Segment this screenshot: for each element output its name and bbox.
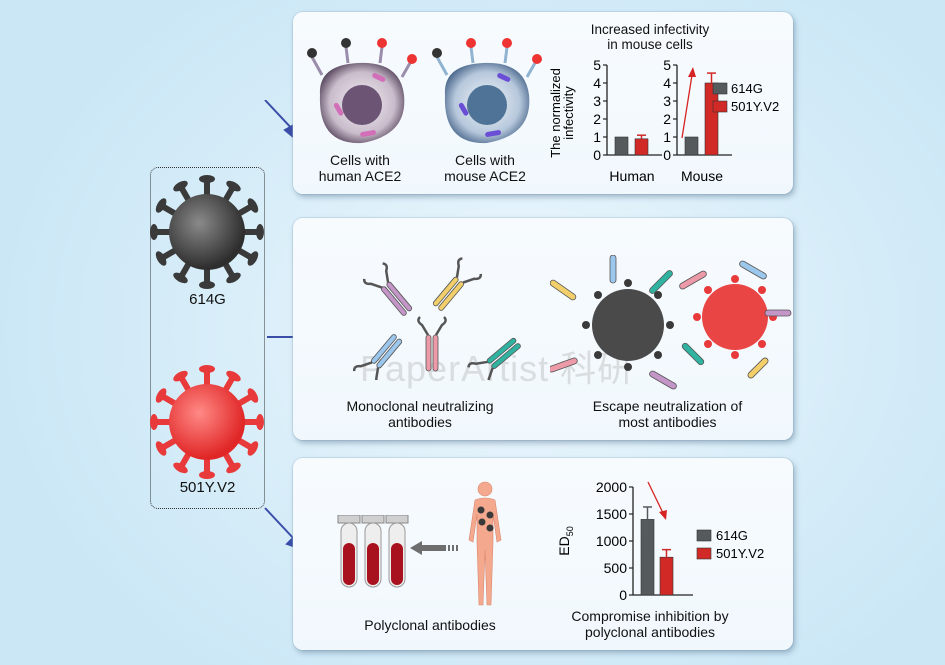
monoclonal-label-line2: antibodies [388, 414, 452, 430]
chart2-ytick-label: 0 [619, 587, 627, 603]
chart2-bar-614G [640, 519, 655, 596]
chart2-trend-arrowhead-icon [659, 510, 667, 520]
chart2-legend-label-501Y.V2: 501Y.V2 [716, 546, 764, 561]
chart2-legend-swatch-614G [696, 529, 712, 542]
blood-tubes-icon [337, 515, 409, 588]
cell-mouse-label: Cells with mouse ACE2 [425, 152, 545, 184]
arrow-to-panel3 [264, 507, 296, 541]
monoclonal-label-line1: Monoclonal neutralizing [346, 398, 494, 414]
escape-label-line2: most antibodies [618, 414, 717, 430]
chart1-legend-label-501Y.V2: 501Y.V2 [731, 99, 779, 114]
cell-mouse-ace2-icon [432, 38, 542, 144]
chart1-ytick-label: 3 [663, 93, 671, 109]
chart1-bar-614G-Mouse [684, 136, 699, 156]
chart2-ylabel-main: ED [556, 536, 572, 555]
chart1-ytick-label: 0 [593, 147, 601, 163]
escape-label: Escape neutralization of most antibodies [555, 398, 780, 430]
chart1-title-line2: in mouse cells [607, 37, 693, 52]
virus-501yv2-escape-icon [702, 284, 768, 350]
human-body-icon [468, 481, 502, 606]
chart1-ylabel-line1: The normalized [548, 68, 563, 158]
chart2-caption-line1: Compromise inhibition by [571, 608, 729, 624]
chart2-trend-arrow [647, 481, 664, 514]
chart1-ytick-label: 4 [663, 75, 671, 91]
chart1-ytick-label: 4 [593, 75, 601, 91]
variant-label-501yv2: 501Y.V2 [179, 479, 236, 496]
chart1-ytick-label: 5 [593, 57, 601, 73]
chart1-ytick-label: 2 [663, 111, 671, 127]
cell-mouse-label-line2: mouse ACE2 [444, 168, 526, 184]
chart1-legend-swatch-501Y.V2 [712, 100, 728, 113]
chart2-legend-label-614G: 614G [716, 528, 748, 543]
tube-1-icon [337, 515, 361, 588]
variant-group-box [150, 167, 265, 509]
chart1-xlabel-Mouse: Mouse [681, 168, 723, 184]
antibody-yellow-icon [432, 257, 483, 311]
chart2-ylabel-sub: 50 [565, 526, 575, 536]
chart1-trend-arrowhead-icon [688, 67, 696, 77]
chart2-ytick-label: 1500 [596, 506, 627, 522]
chart2-ytick-label: 2000 [596, 479, 627, 495]
chart2-caption-line2: polyclonal antibodies [585, 624, 715, 640]
chart1-ytick-label: 1 [593, 129, 601, 145]
antibody-purple-icon [362, 262, 413, 316]
chart1-title: Increased infectivity in mouse cells [560, 22, 740, 52]
chart1-legend-swatch-614G [712, 82, 728, 95]
chart1-ylabel: The normalizedinfectivity [548, 68, 576, 158]
monoclonal-label: Monoclonal neutralizing antibodies [320, 398, 520, 430]
chart1-ytick-label: 2 [593, 111, 601, 127]
tube-3-icon [385, 515, 409, 588]
monoclonal-antibodies-icon [352, 257, 521, 380]
chart1-title-line1: Increased infectivity [590, 22, 710, 37]
cell-human-ace2-icon [307, 38, 417, 144]
chart1-ytick-label: 0 [663, 147, 671, 163]
chart2-ylabel: ED50 [556, 526, 575, 555]
gray-arrow-left-icon [410, 541, 458, 555]
chart2-ytick-label: 500 [604, 560, 628, 576]
cell-human-label-line1: Cells with [330, 152, 390, 168]
antibody-pink-icon [417, 316, 447, 372]
virus-614g-bound-icon [592, 289, 664, 361]
chart1-ylabel-line2: infectivity [561, 86, 576, 140]
cell-human-label: Cells with human ACE2 [300, 152, 420, 184]
cell-human-label-line2: human ACE2 [318, 168, 402, 184]
chart1-ytick-label: 5 [663, 57, 671, 73]
tube-2-icon [361, 515, 385, 588]
cell-mouse-label-line1: Cells with [455, 152, 515, 168]
chart1-xlabel-Human: Human [609, 168, 654, 184]
escape-label-line1: Escape neutralization of [592, 398, 743, 414]
polyclonal-label: Polyclonal antibodies [364, 617, 496, 633]
chart1-ytick-label: 1 [663, 129, 671, 145]
chart2-ytick-label: 1000 [596, 533, 627, 549]
antibody-teal-icon [467, 337, 521, 380]
escape-neutralization-icon [550, 255, 792, 390]
chart2-legend-swatch-501Y.V2 [696, 547, 712, 560]
chart1-trend-arrow [681, 74, 693, 139]
antibody-blue-icon [352, 334, 403, 380]
chart2-bar-501Y.V2 [659, 556, 674, 596]
chart1-ytick-label: 3 [593, 93, 601, 109]
chart1-bar-614G-Human [614, 136, 629, 156]
chart1-bar-501Y.V2-Human [634, 138, 649, 156]
chart1-legend-label-614G: 614G [731, 81, 763, 96]
variant-label-614g: 614G [189, 291, 226, 308]
virus-501yv2-icon [150, 365, 264, 479]
chart2-caption: Compromise inhibition by polyclonal anti… [560, 608, 740, 640]
virus-614g-icon [150, 175, 264, 289]
